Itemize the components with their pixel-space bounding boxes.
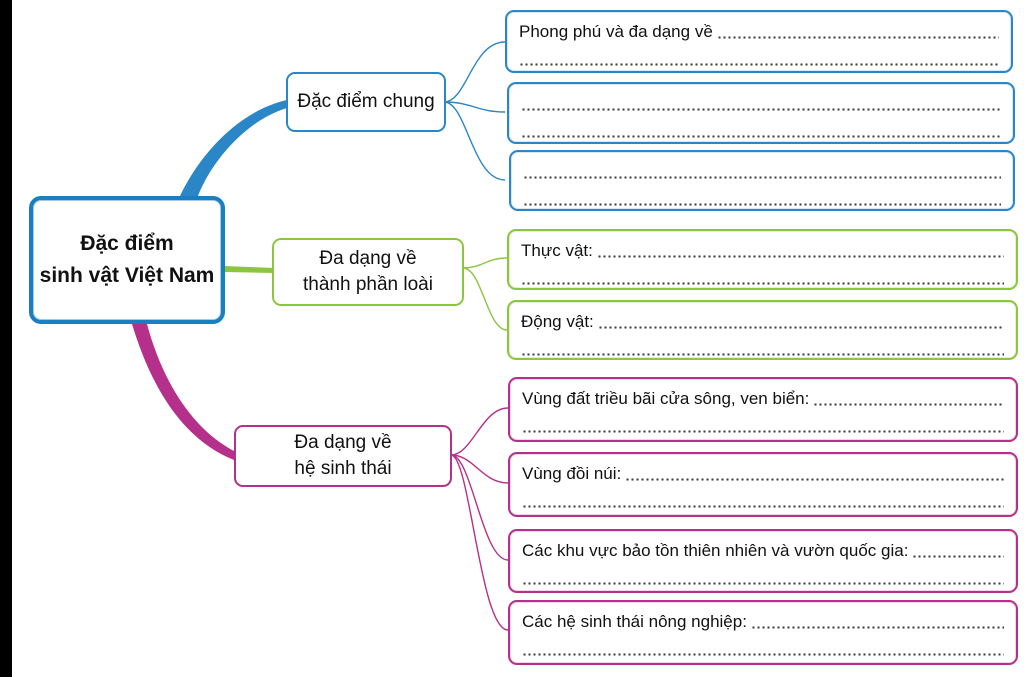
leaf-label: Thực vật: — [521, 241, 593, 260]
leaf-box-ecosystem-coastal[interactable]: Vùng đất triều bãi cửa sông, ven biển: — [508, 377, 1018, 442]
leaf-label: Động vật: — [521, 312, 594, 331]
answer-dotted-line — [519, 63, 999, 66]
connector-general-leaf-2 — [443, 101, 506, 113]
category-node-general: Đặc điểm chung — [286, 72, 446, 132]
connector-ecosystem-leaf-1 — [450, 407, 509, 456]
answer-dotted-line — [597, 326, 1004, 329]
central-node: Đặc điểm sinh vật Việt Nam — [29, 196, 225, 324]
answer-dotted-line — [521, 135, 1001, 138]
connector-central-to-general — [180, 100, 287, 196]
connector-species-leaf-1 — [462, 257, 508, 269]
leaf-label: Vùng đồi núi: — [522, 464, 622, 483]
connector-ecosystem-leaf-2 — [450, 454, 509, 484]
connector-general-leaf-1 — [443, 41, 506, 103]
leaf-box-general-2[interactable] — [507, 82, 1015, 144]
leaf-box-general-3[interactable] — [509, 150, 1015, 211]
answer-dotted-line — [522, 653, 1004, 656]
connector-lines — [132, 41, 509, 631]
connector-central-to-ecosystem — [132, 324, 236, 460]
category-label: Đặc điểm chung — [297, 91, 435, 112]
answer-dotted-line — [716, 36, 999, 39]
category-label-line-1: Đa dạng về — [319, 248, 417, 269]
leaf-label: Các khu vực bảo tồn thiên nhiên và vườn … — [522, 541, 909, 560]
leaf-box-ecosystem-reserves[interactable]: Các khu vực bảo tồn thiên nhiên và vườn … — [508, 529, 1018, 593]
answer-dotted-line — [750, 626, 1004, 629]
answer-dotted-line — [521, 353, 1004, 356]
leaf-box-species-animals[interactable]: Động vật: — [507, 300, 1018, 360]
answer-dotted-line — [522, 582, 1004, 585]
answer-dotted-line — [523, 176, 1001, 179]
answer-dotted-line — [596, 255, 1004, 258]
answer-dotted-line — [625, 478, 1004, 481]
answer-dotted-line — [813, 403, 1004, 406]
leaf-box-general-1[interactable]: Phong phú và đa dạng về — [505, 10, 1013, 73]
leaf-label: Vùng đất triều bãi cửa sông, ven biển: — [522, 389, 810, 408]
leaf-box-ecosystem-agriculture[interactable]: Các hệ sinh thái nông nghiệp: — [508, 600, 1018, 665]
answer-dotted-line — [522, 505, 1004, 508]
central-title-line-2: sinh vật Việt Nam — [39, 264, 215, 287]
leaf-box-ecosystem-hills[interactable]: Vùng đồi núi: — [508, 452, 1018, 517]
category-label-line-2: hệ sinh thái — [294, 458, 392, 479]
category-node-species: Đa dạng về thành phần loài — [272, 238, 464, 306]
category-label-line-1: Đa dạng về — [294, 432, 392, 453]
leaf-box-species-plants[interactable]: Thực vật: — [507, 229, 1018, 290]
answer-dotted-line — [521, 108, 1001, 111]
mind-map-canvas: Đặc điểm sinh vật Việt Nam Đặc điểm chun… — [12, 0, 1024, 677]
connector-species-leaf-2 — [462, 267, 508, 331]
answer-dotted-line — [912, 555, 1004, 558]
category-node-ecosystem: Đa dạng về hệ sinh thái — [234, 425, 452, 487]
leaf-label: Phong phú và đa dạng về — [519, 22, 713, 41]
connector-general-leaf-3 — [443, 101, 506, 181]
answer-dotted-line — [521, 282, 1004, 285]
central-title-line-1: Đặc điểm — [80, 232, 174, 255]
connector-central-to-species — [225, 266, 274, 273]
answer-dotted-line — [523, 203, 1001, 206]
connector-ecosystem-leaf-3 — [450, 454, 509, 561]
answer-dotted-line — [522, 430, 1004, 433]
connector-ecosystem-leaf-4 — [450, 454, 509, 631]
leaf-label: Các hệ sinh thái nông nghiệp: — [522, 612, 747, 631]
category-label-line-2: thành phần loài — [303, 274, 433, 295]
